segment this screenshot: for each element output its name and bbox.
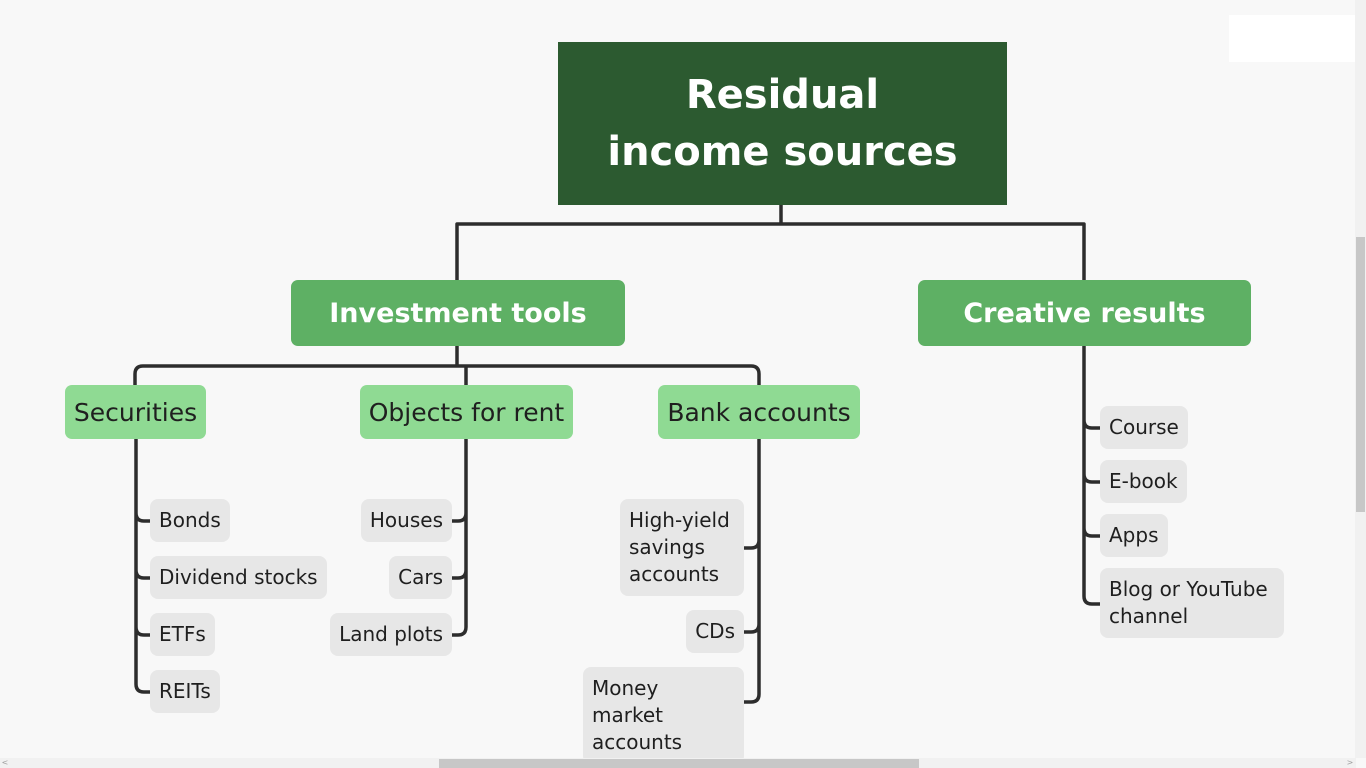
root-node[interactable]: Residual income sources xyxy=(558,42,1007,205)
leaf-label: E-book xyxy=(1109,469,1178,493)
leaf-label: Bonds xyxy=(159,508,221,532)
leaf-cars[interactable]: Cars xyxy=(389,556,452,599)
subcategory-securities[interactable]: Securities xyxy=(65,385,206,439)
leaf-blog-youtube[interactable]: Blog or YouTube channel xyxy=(1100,568,1284,638)
category-label: Investment tools xyxy=(329,297,587,329)
scroll-right-arrow-icon[interactable]: > xyxy=(1346,758,1354,767)
leaf-course[interactable]: Course xyxy=(1100,406,1188,449)
leaf-label: High-yield savings accounts xyxy=(629,508,730,586)
category-creative-results[interactable]: Creative results xyxy=(918,280,1251,346)
leaf-bonds[interactable]: Bonds xyxy=(150,499,230,542)
leaf-label: Apps xyxy=(1109,523,1159,547)
leaf-label: CDs xyxy=(695,619,735,643)
root-label: Residual income sources xyxy=(607,71,958,175)
connector-bank xyxy=(742,437,761,704)
leaf-label: REITs xyxy=(159,679,211,703)
leaf-label: Money market accounts xyxy=(592,676,683,754)
leaf-label: Dividend stocks xyxy=(159,565,318,589)
leaf-label: Course xyxy=(1109,415,1179,439)
leaf-label: Cars xyxy=(398,565,443,589)
leaf-money-market[interactable]: Money market accounts xyxy=(583,667,744,764)
leaf-houses[interactable]: Houses xyxy=(360,499,452,542)
connector-investment xyxy=(133,344,761,387)
leaf-dividend-stocks[interactable]: Dividend stocks xyxy=(150,556,327,599)
leaf-high-yield-savings[interactable]: High-yield savings accounts xyxy=(620,499,744,596)
top-right-panel xyxy=(1229,15,1366,62)
subcategory-objects-for-rent[interactable]: Objects for rent xyxy=(360,385,573,439)
horizontal-scrollbar-thumb[interactable] xyxy=(439,759,919,768)
leaf-label: ETFs xyxy=(159,622,206,646)
connector-creative xyxy=(1082,344,1102,606)
connector-securities xyxy=(134,437,152,694)
leaf-label: Land plots xyxy=(339,622,443,646)
subcategory-bank-accounts[interactable]: Bank accounts xyxy=(658,385,860,439)
scroll-left-arrow-icon[interactable]: < xyxy=(1,758,9,767)
connector-rent xyxy=(450,437,468,637)
connector-root xyxy=(455,203,1086,282)
leaf-cds[interactable]: CDs xyxy=(686,610,744,653)
leaf-apps[interactable]: Apps xyxy=(1100,514,1168,557)
subcategory-label: Objects for rent xyxy=(368,397,565,427)
leaf-reits[interactable]: REITs xyxy=(150,670,220,713)
leaf-label: Houses xyxy=(369,508,443,532)
leaf-label: Blog or YouTube channel xyxy=(1109,577,1268,628)
vertical-scrollbar-thumb[interactable] xyxy=(1356,237,1365,512)
category-investment-tools[interactable]: Investment tools xyxy=(291,280,625,346)
leaf-e-book[interactable]: E-book xyxy=(1100,460,1187,503)
category-label: Creative results xyxy=(963,297,1206,329)
leaf-etfs[interactable]: ETFs xyxy=(150,613,215,656)
leaf-land-plots[interactable]: Land plots xyxy=(330,613,452,656)
subcategory-label: Securities xyxy=(73,397,198,427)
subcategory-label: Bank accounts xyxy=(667,397,851,427)
